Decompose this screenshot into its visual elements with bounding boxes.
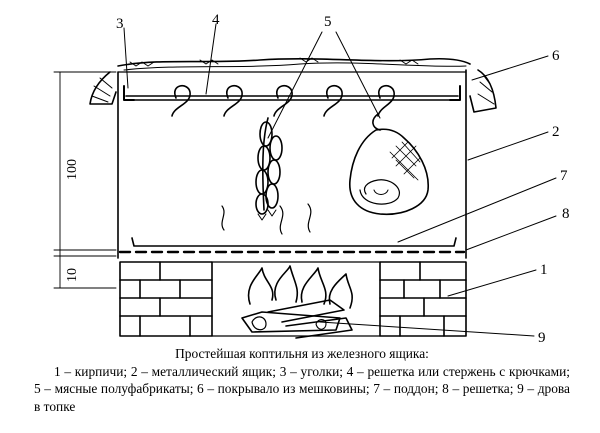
caption-title: Простейшая коптильня из железного ящика: [175,346,429,361]
bricks-left [119,261,213,337]
burlap-cover [89,57,497,113]
smoke-wisps [221,203,312,235]
dimension-lines [53,71,117,289]
ham [349,113,429,216]
dimension-100: 100 [65,159,80,180]
callout-2: 2 [552,124,560,140]
callout-1: 1 [540,262,548,278]
callout-3: 3 [116,16,124,32]
caption-legend: 1 – кирпичи; 2 – металлический ящик; 3 –… [34,363,570,414]
firewood-flames [241,265,353,339]
hook-rod [125,85,459,117]
sausage-link [255,117,283,221]
callout-7: 7 [560,168,568,184]
metal-box [117,69,467,259]
callout-6: 6 [552,48,560,64]
leader-lines [123,23,557,337]
callout-4: 4 [212,12,220,28]
bricks-right [379,261,467,337]
firebox [211,261,381,337]
dimension-10: 10 [65,268,80,282]
drip-tray [131,237,457,247]
callout-9: 9 [538,330,546,346]
figure-caption: Простейшая коптильня из железного ящика:… [34,345,570,415]
smokehouse-diagram: 3 4 5 6 2 7 8 1 9 100 10 [53,12,570,346]
callout-8: 8 [562,206,570,222]
callout-5: 5 [324,14,332,30]
